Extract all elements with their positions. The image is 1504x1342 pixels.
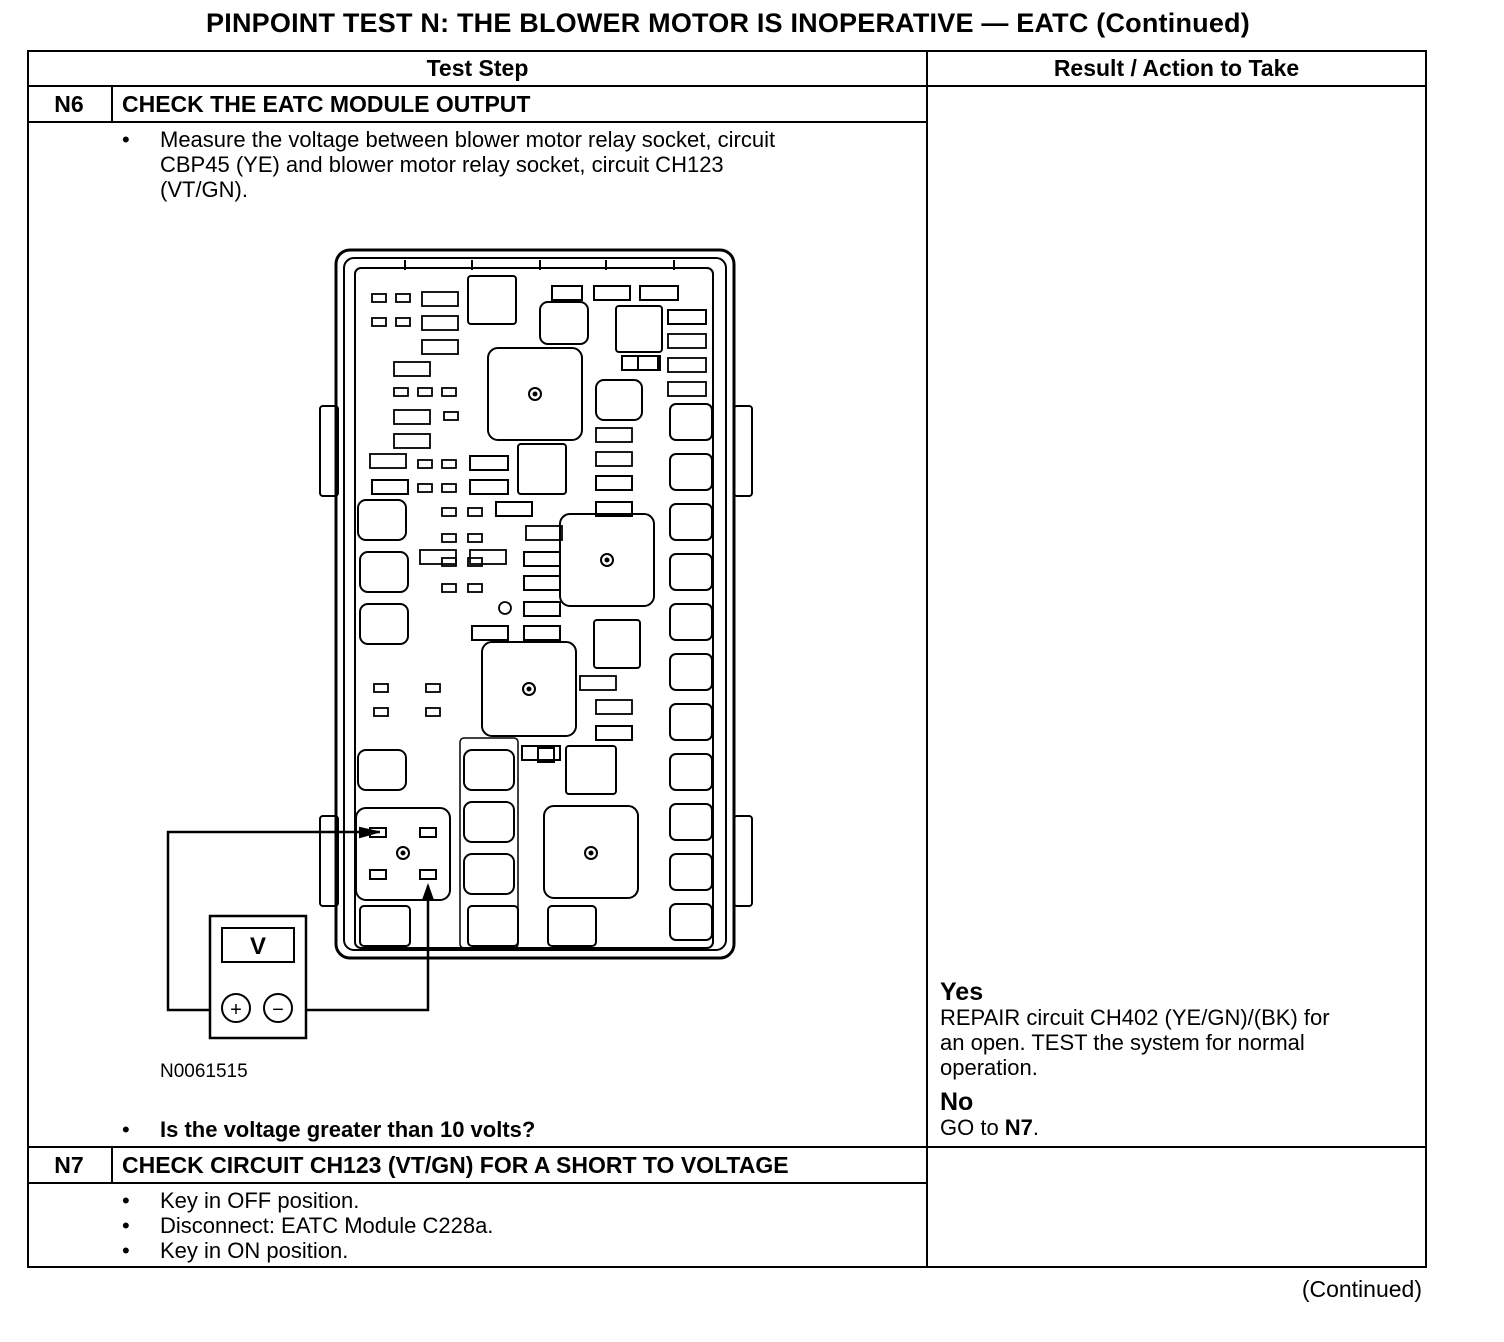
step-title-n6: CHECK THE EATC MODULE OUTPUT (122, 91, 531, 117)
header-rule (27, 85, 1427, 87)
col-divider (926, 50, 928, 1268)
bullet-dot: • (122, 1188, 130, 1213)
meter-minus: − (272, 999, 284, 1021)
bullet-dot: • (122, 1238, 130, 1263)
continued-note: (Continued) (1301, 1276, 1422, 1302)
question-text: Is the voltage greater than 10 volts? (160, 1117, 536, 1142)
n6-end-rule (27, 1146, 1427, 1148)
meter-symbol: V (250, 933, 266, 960)
step-title-n7: CHECK CIRCUIT CH123 (VT/GN) FOR A SHORT … (122, 1152, 789, 1178)
no-text-prefix: GO to (940, 1115, 1005, 1140)
step-id-n7: N7 (54, 1152, 84, 1178)
page-title: PINPOINT TEST N: THE BLOWER MOTOR IS INO… (206, 8, 1250, 38)
yes-text: REPAIR circuit CH402 (YE/GN)/(BK) for an… (940, 1005, 1330, 1080)
no-text-suffix: . (1032, 1115, 1040, 1140)
test-table (27, 50, 1427, 1268)
bullet-dot: • (122, 1117, 130, 1142)
header-result: Result / Action to Take (1053, 55, 1300, 81)
bullet-text: Key in ON position. (160, 1238, 349, 1263)
n6-bullet-1: • Measure the voltage between blower mot… (122, 127, 912, 207)
n7-title-rule (27, 1182, 927, 1184)
n7-bullet-2: • Disconnect: EATC Module C228a. (122, 1213, 912, 1238)
meter-plus: + (230, 999, 242, 1021)
id-divider-n7 (111, 1147, 113, 1184)
no-text-link[interactable]: N7 (1004, 1115, 1033, 1140)
bullet-dot: • (122, 1213, 130, 1238)
yes-label: Yes (940, 978, 984, 1006)
n7-bullet-1: • Key in OFF position. (122, 1188, 912, 1213)
bullet-dot: • (122, 127, 130, 152)
step-id-n6: N6 (54, 91, 84, 117)
bullet-text: Disconnect: EATC Module C228a. (160, 1213, 494, 1238)
id-divider-n6 (111, 86, 113, 123)
fuse-box-diagram: V + − (166, 248, 753, 1040)
n6-title-rule (27, 121, 927, 123)
no-text: GO to N7. (940, 1115, 1420, 1140)
no-label: No (940, 1088, 974, 1116)
result-no: No GO to N7. (940, 1088, 1420, 1141)
n6-question: • Is the voltage greater than 10 volts? (122, 1117, 912, 1143)
figure-id: N0061515 (160, 1061, 248, 1082)
header-test-step: Test Step (426, 55, 529, 81)
bullet-text: Key in OFF position. (160, 1188, 360, 1213)
bullet-text: Measure the voltage between blower motor… (160, 127, 776, 202)
result-yes: Yes REPAIR circuit CH402 (YE/GN)/(BK) fo… (940, 978, 1420, 1081)
n7-bullet-3: • Key in ON position. (122, 1238, 912, 1263)
